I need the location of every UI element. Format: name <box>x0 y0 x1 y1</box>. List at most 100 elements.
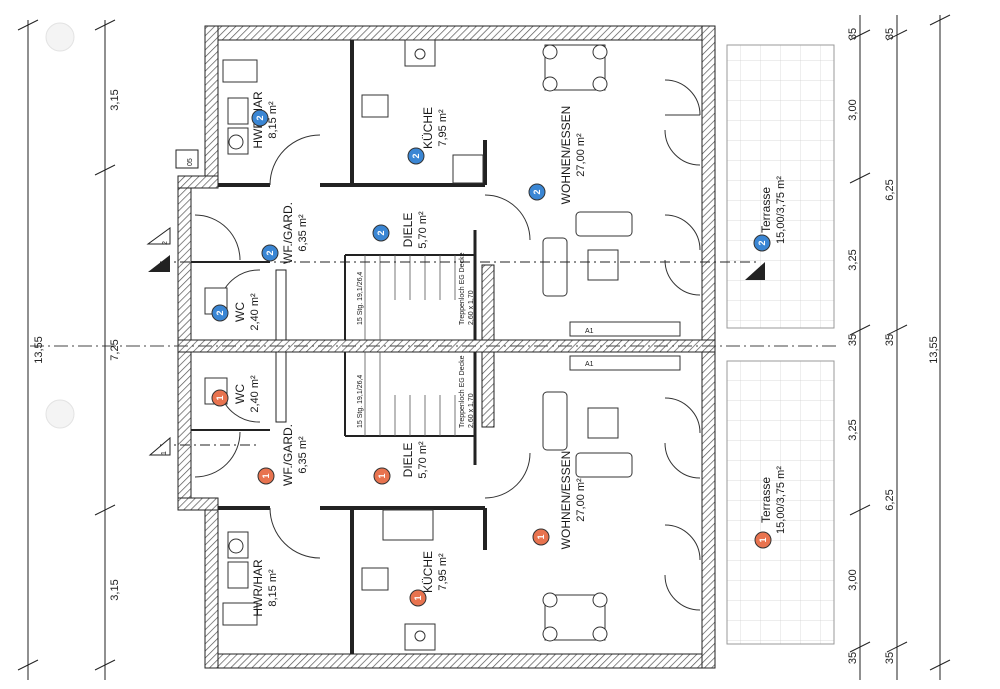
svg-text:13,55: 13,55 <box>33 336 45 364</box>
binder-hole-bottom <box>45 399 75 429</box>
windows <box>194 79 701 611</box>
unit-top-badges: 2 2 2 2 2 2 2 <box>211 109 771 322</box>
walls <box>177 25 716 669</box>
svg-text:35: 35 <box>847 28 859 40</box>
room-name: HWR/HAR <box>251 559 265 617</box>
furniture-top <box>204 39 681 337</box>
room-name: DIELE <box>401 213 415 248</box>
unit-badge <box>373 467 391 485</box>
unit-bottom-labels: HWR/HAR 8,15 m² KÜCHE 7,95 m² WOHNEN/ESS… <box>233 355 787 616</box>
unit-badge <box>372 224 390 242</box>
unit-badge-number: 1 <box>261 473 271 478</box>
stairs <box>364 255 456 436</box>
room-name: WF./GARD. <box>281 424 295 486</box>
dimensions-left <box>17 19 199 680</box>
svg-text:2,60 x 1,70: 2,60 x 1,70 <box>468 393 475 428</box>
room-area: 6,35 m² <box>297 436 309 474</box>
room-name: KÜCHE <box>421 107 435 149</box>
section-marker-bottom: 1 <box>148 436 171 456</box>
terrace-top-grid <box>726 44 835 329</box>
room-name: WOHNEN/ESSEN <box>559 106 573 205</box>
unit-badge-number: 2 <box>757 240 767 245</box>
svg-text:3,00: 3,00 <box>847 569 859 590</box>
unit-badge <box>257 467 275 485</box>
room-area: 2,40 m² <box>249 375 261 413</box>
unit-badge-number: 1 <box>758 537 768 542</box>
svg-text:13,55: 13,55 <box>928 336 940 364</box>
svg-text:Treppenloch EG Decke: Treppenloch EG Decke <box>459 252 466 325</box>
unit-badge <box>407 147 425 165</box>
svg-text:2: 2 <box>162 241 169 245</box>
room-area: 7,95 m² <box>437 553 449 591</box>
svg-text:35: 35 <box>847 652 859 664</box>
unit-badge-number: 2 <box>215 310 225 315</box>
binder-hole-top <box>45 22 75 52</box>
room-name: WOHNEN/ESSEN <box>559 451 573 550</box>
unit-badge <box>753 234 771 252</box>
unit-bottom-badges: 1 1 1 1 1 1 <box>211 389 772 607</box>
svg-text:05: 05 <box>187 158 194 166</box>
unit-badge <box>261 244 279 262</box>
room-name: DIELE <box>401 443 415 478</box>
unit-badge-number: 1 <box>536 534 546 539</box>
svg-text:7,25: 7,25 <box>109 339 121 360</box>
unit-badge-number: 2 <box>411 153 421 158</box>
room-name: WC <box>233 384 247 404</box>
room-area: 27,00 m² <box>575 133 587 177</box>
unit-badge-number: 1 <box>413 595 423 600</box>
a1-top: A1 <box>585 328 594 335</box>
room-area: 2,40 m² <box>249 293 261 331</box>
unit-badge-number: 2 <box>376 230 386 235</box>
room-name: KÜCHE <box>421 551 435 593</box>
svg-text:35: 35 <box>847 334 859 346</box>
room-name: WF./GARD. <box>281 202 295 264</box>
room-name: Terrasse <box>759 187 773 233</box>
svg-text:15 Stg. 19,1/26,4: 15 Stg. 19,1/26,4 <box>357 272 364 325</box>
room-area: 6,35 m² <box>297 214 309 252</box>
unit-badge <box>532 528 550 546</box>
room-area: 8,15 m² <box>267 101 279 139</box>
unit-badge <box>211 389 229 407</box>
unit-badge <box>754 531 772 549</box>
svg-text:6,25: 6,25 <box>884 489 896 510</box>
svg-text:2,60 x 1,70: 2,60 x 1,70 <box>468 290 475 325</box>
svg-text:3,25: 3,25 <box>847 249 859 270</box>
room-name: WC <box>233 302 247 322</box>
room-area: 27,00 m² <box>575 478 587 522</box>
dimensions-right <box>849 14 951 680</box>
svg-text:Treppenloch EG Decke: Treppenloch EG Decke <box>459 355 466 428</box>
room-name: Terrasse <box>759 477 773 523</box>
svg-text:1: 1 <box>161 451 168 455</box>
unit-badge-number: 2 <box>265 250 275 255</box>
svg-text:35: 35 <box>884 28 896 40</box>
unit-badge <box>409 589 427 607</box>
svg-text:3,25: 3,25 <box>847 419 859 440</box>
furniture-bottom <box>204 355 681 651</box>
room-area: 8,15 m² <box>267 569 279 607</box>
unit-badge-number: 1 <box>377 473 387 478</box>
unit-badge-number: 1 <box>215 395 225 400</box>
unit-badge <box>528 183 546 201</box>
unit-badge-number: 2 <box>255 115 265 120</box>
room-area: 7,95 m² <box>437 109 449 147</box>
svg-text:3,15: 3,15 <box>109 89 121 110</box>
room-area: 5,70 m² <box>417 441 429 479</box>
room-area: 5,70 m² <box>417 211 429 249</box>
dimension-texts-right: 3,00 3,25 3,25 3,00 6,25 6,25 13,55 35 3… <box>847 28 940 664</box>
unit-badge <box>211 304 229 322</box>
svg-text:15 Stg. 19,1/26,4: 15 Stg. 19,1/26,4 <box>357 375 364 428</box>
svg-text:6,25: 6,25 <box>884 179 896 200</box>
unit-badge <box>251 109 269 127</box>
svg-text:3,00: 3,00 <box>847 99 859 120</box>
room-area: 15,00/3,75 m² <box>775 176 787 244</box>
svg-text:3,15: 3,15 <box>109 579 121 600</box>
unit-badge-number: 2 <box>532 189 542 194</box>
svg-text:35: 35 <box>884 334 896 346</box>
room-area: 15,00/3,75 m² <box>775 466 787 534</box>
a1-bottom: A1 <box>585 361 594 368</box>
dimension-texts-left: 13,55 3,15 7,25 3,15 05 <box>33 89 194 600</box>
terrace-bottom-grid <box>726 360 835 645</box>
svg-text:35: 35 <box>884 652 896 664</box>
section-marker-top: 2 <box>146 227 765 280</box>
